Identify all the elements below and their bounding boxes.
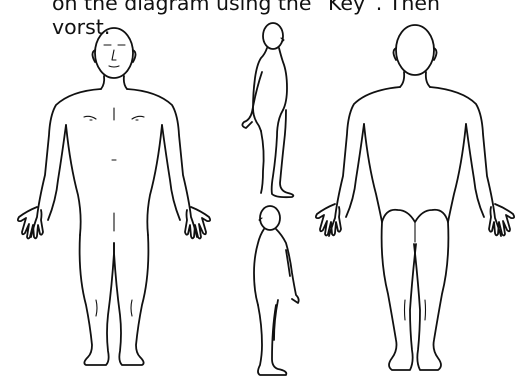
- side-view-top-figure[interactable]: [242, 23, 293, 197]
- front-view-figure[interactable]: [18, 28, 210, 365]
- back-view-figure[interactable]: [316, 25, 514, 370]
- side-view-bottom-figure[interactable]: [254, 206, 299, 375]
